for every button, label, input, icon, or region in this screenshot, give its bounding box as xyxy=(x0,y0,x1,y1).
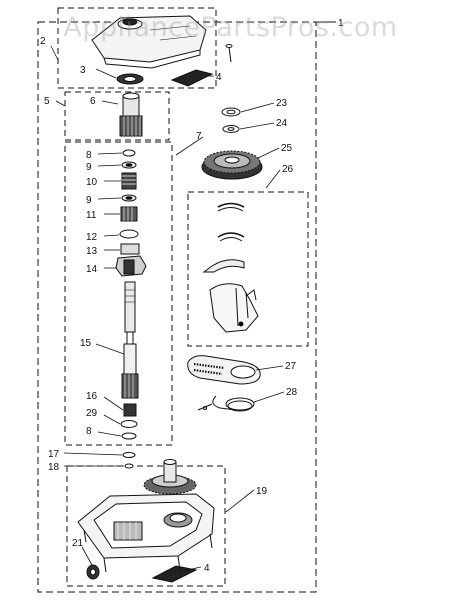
callout-8-bottom: 8 xyxy=(86,426,92,437)
callout-1: 1 xyxy=(338,18,344,29)
callout-14: 14 xyxy=(86,264,98,275)
callout-28: 28 xyxy=(286,387,298,398)
shim-top xyxy=(170,69,214,87)
shift-spring-b xyxy=(217,232,245,238)
shift-spring-a xyxy=(217,202,245,208)
callout-2: 2 xyxy=(40,36,46,47)
washer-24 xyxy=(222,125,240,133)
callout-6: 6 xyxy=(90,96,96,107)
callout-18: 18 xyxy=(48,462,60,473)
bearing xyxy=(116,73,144,85)
callout-23: 23 xyxy=(276,98,288,109)
pinion-gear xyxy=(119,92,143,137)
seal-21 xyxy=(86,564,100,580)
shaft-stack xyxy=(115,149,147,440)
retaining-ring-8b xyxy=(121,432,137,440)
callout-12: 12 xyxy=(86,232,98,243)
callout-4-top: 4 xyxy=(216,72,222,83)
leader-lines xyxy=(50,45,285,573)
callout-27: 27 xyxy=(285,361,297,372)
cover-screw xyxy=(225,44,233,63)
callout-9-top: 9 xyxy=(86,162,92,173)
shift-parts-set xyxy=(202,202,259,333)
callout-labels: 1 2 3 4 5 6 7 8 9 10 9 11 12 13 14 15 16… xyxy=(40,18,344,574)
box-shaft-stack xyxy=(64,141,173,446)
washer-17 xyxy=(122,452,136,458)
callout-16: 16 xyxy=(86,391,98,402)
top-cover xyxy=(91,15,207,69)
ring-18 xyxy=(124,463,134,469)
spring-10 xyxy=(121,172,137,190)
callout-3: 3 xyxy=(80,65,86,76)
callout-19: 19 xyxy=(256,486,268,497)
gear-11 xyxy=(120,206,138,222)
callout-9-bottom: 9 xyxy=(86,195,92,206)
callout-15: 15 xyxy=(80,338,92,349)
box-gear-case xyxy=(66,465,226,587)
drive-gear xyxy=(201,150,263,180)
callout-5: 5 xyxy=(44,96,50,107)
ring-12 xyxy=(119,229,139,239)
callout-13: 13 xyxy=(86,246,98,257)
bearing-16 xyxy=(123,403,137,417)
callout-4-bottom: 4 xyxy=(204,563,210,574)
cam-plate xyxy=(187,355,261,385)
retaining-ring-8a xyxy=(122,149,136,157)
agitator-shaft xyxy=(124,281,136,333)
bushing-13 xyxy=(120,243,140,255)
callout-24: 24 xyxy=(276,118,288,129)
washer-29 xyxy=(120,420,138,428)
callout-11: 11 xyxy=(86,210,97,221)
callout-8-top: 8 xyxy=(86,150,92,161)
callout-10: 10 xyxy=(86,177,98,188)
callout-26: 26 xyxy=(282,164,294,175)
shift-cam xyxy=(209,283,259,333)
callout-21: 21 xyxy=(72,538,84,549)
gear-case xyxy=(77,459,215,573)
shim-bottom xyxy=(151,565,198,583)
callout-7: 7 xyxy=(196,131,202,142)
washer-23 xyxy=(221,107,241,117)
callout-17: 17 xyxy=(48,449,60,460)
spring-clip xyxy=(197,395,255,412)
shift-fork xyxy=(202,259,245,273)
box-pinion xyxy=(64,91,170,141)
callout-29: 29 xyxy=(86,408,98,419)
callout-25: 25 xyxy=(281,143,293,154)
box-shift-parts xyxy=(187,191,309,347)
box-top-cover xyxy=(57,7,217,89)
